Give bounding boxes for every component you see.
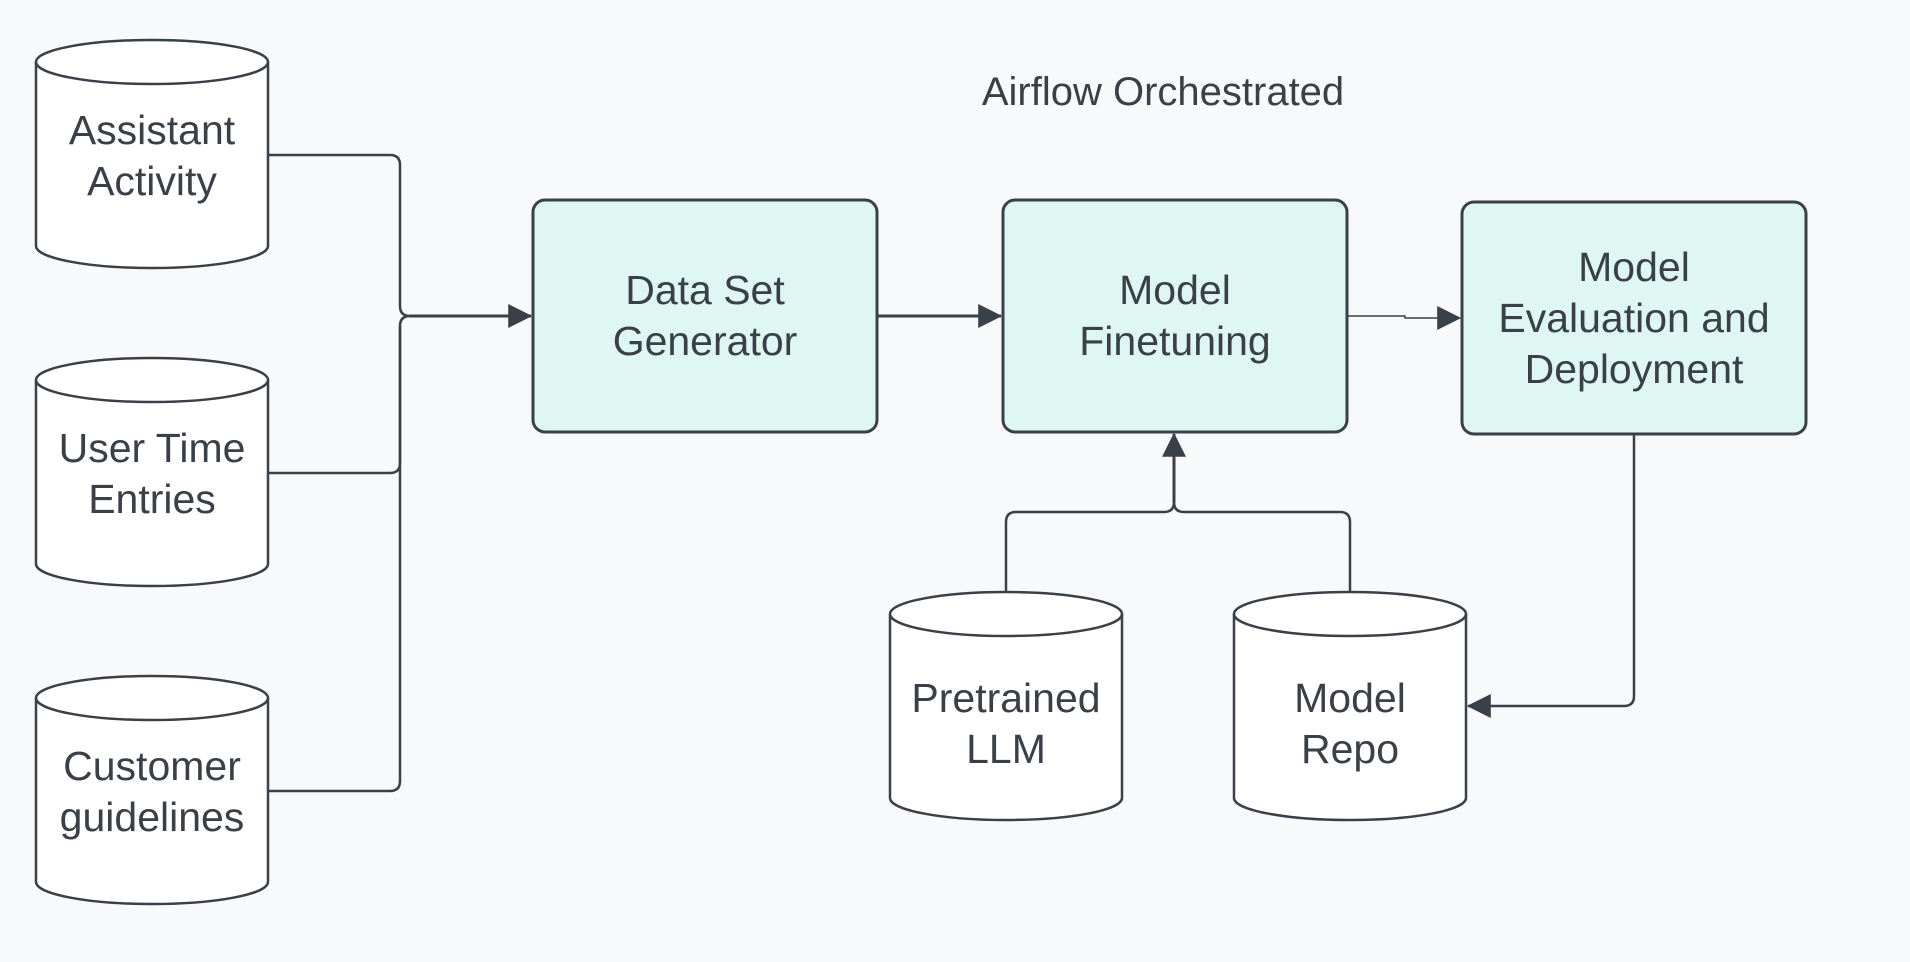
arrow-finetuning-to-evaluation [1347, 306, 1462, 330]
stage-label-data-set-generator: Data Set Generator [533, 200, 877, 432]
source-label-line: Entries [88, 476, 216, 522]
source-cylinder-user-time-entries [34, 356, 270, 588]
stage-label-line: Model [1578, 243, 1690, 290]
stage-label-line: Evaluation and [1498, 294, 1770, 341]
source-label-line: Customer [63, 743, 241, 789]
connector-customer-guidelines [268, 326, 402, 793]
source-label-line: Activity [87, 158, 217, 204]
stage-label-model-finetuning: Model Finetuning [1003, 200, 1347, 432]
source-label-user-time-entries: User Time Entries [36, 416, 268, 532]
store-label-line: Repo [1300, 726, 1399, 772]
source-label-line: User Time [58, 425, 246, 471]
store-label-line: Model [1294, 675, 1406, 721]
connector-pretrained-llm [1004, 501, 1176, 592]
stage-label-line: Data Set [625, 267, 785, 313]
source-label-assistant-activity: Assistant Activity [36, 98, 268, 214]
stage-label-line: Finetuning [1079, 318, 1271, 364]
source-label-customer-guidelines: Customer guidelines [36, 734, 268, 850]
connector-model-repo-up [1172, 501, 1352, 592]
connector-user-time-entries [268, 314, 411, 475]
source-label-line: guidelines [59, 794, 245, 840]
store-label-pretrained-llm: Pretrained LLM [890, 666, 1122, 782]
source-cylinder-customer-guidelines [34, 674, 270, 906]
store-cylinder-pretrained-llm [888, 590, 1124, 822]
store-label-model-repo: Model Repo [1234, 666, 1466, 782]
stage-label-line: Deployment [1524, 345, 1744, 392]
stage-label-model-evaluation: Model Evaluation and Deployment [1462, 202, 1806, 434]
store-label-line: LLM [966, 726, 1046, 772]
source-label-line: Assistant [68, 107, 236, 153]
stage-label-line: Model [1119, 267, 1231, 313]
arrow-evaluation-to-model-repo [1466, 434, 1636, 718]
stage-label-line: Generator [612, 318, 798, 364]
connector-assistant-activity [268, 153, 411, 318]
store-cylinder-model-repo [1232, 590, 1468, 822]
source-cylinder-assistant-activity [34, 38, 270, 270]
store-label-line: Pretrained [911, 675, 1101, 721]
diagram-title: Airflow Orchestrated [981, 70, 1345, 114]
